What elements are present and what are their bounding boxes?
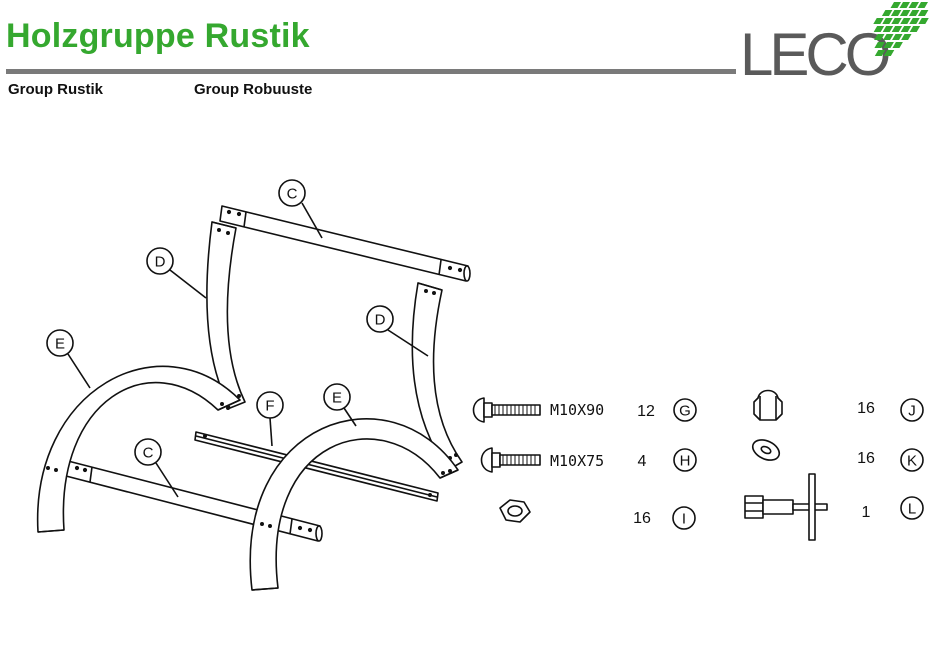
label-l-text: L [908, 501, 916, 518]
bolt-h-spec: M10X75 [550, 452, 604, 470]
socket-wrench-icon [745, 474, 827, 540]
bolt-h-qty: 4 [638, 453, 647, 470]
arch-e-right [250, 419, 458, 590]
bolt-g-qty: 12 [637, 403, 655, 420]
washer-k-qty: 16 [857, 450, 875, 467]
label-g-text: G [679, 403, 691, 420]
label-e-right: E [324, 384, 356, 426]
label-c-bottom-text: C [143, 445, 154, 462]
washer-icon [750, 436, 783, 464]
cap-nut-icon [754, 391, 782, 421]
label-d-left-text: D [155, 254, 166, 271]
label-e-left: E [47, 330, 90, 388]
label-i-text: I [682, 511, 686, 528]
beam-c-top [220, 206, 470, 281]
label-f: F [257, 392, 283, 446]
carriage-bolt-icon [474, 398, 541, 422]
label-c-top-text: C [287, 186, 298, 203]
label-k-text: K [907, 453, 917, 470]
label-f-text: F [265, 398, 274, 415]
label-e-right-text: E [332, 390, 342, 407]
wrench-l-qty: 1 [862, 504, 871, 521]
label-e-left-text: E [55, 336, 65, 353]
label-h-text: H [680, 453, 691, 470]
label-d-right-text: D [375, 312, 386, 329]
label-j-text: J [908, 403, 916, 420]
bolt-g-spec: M10X90 [550, 401, 604, 419]
nut-i-qty: 16 [633, 510, 651, 527]
capnut-j-qty: 16 [857, 400, 875, 417]
hex-nut-icon [500, 500, 530, 522]
carriage-bolt-icon [482, 448, 541, 472]
label-d-left: D [147, 248, 206, 298]
